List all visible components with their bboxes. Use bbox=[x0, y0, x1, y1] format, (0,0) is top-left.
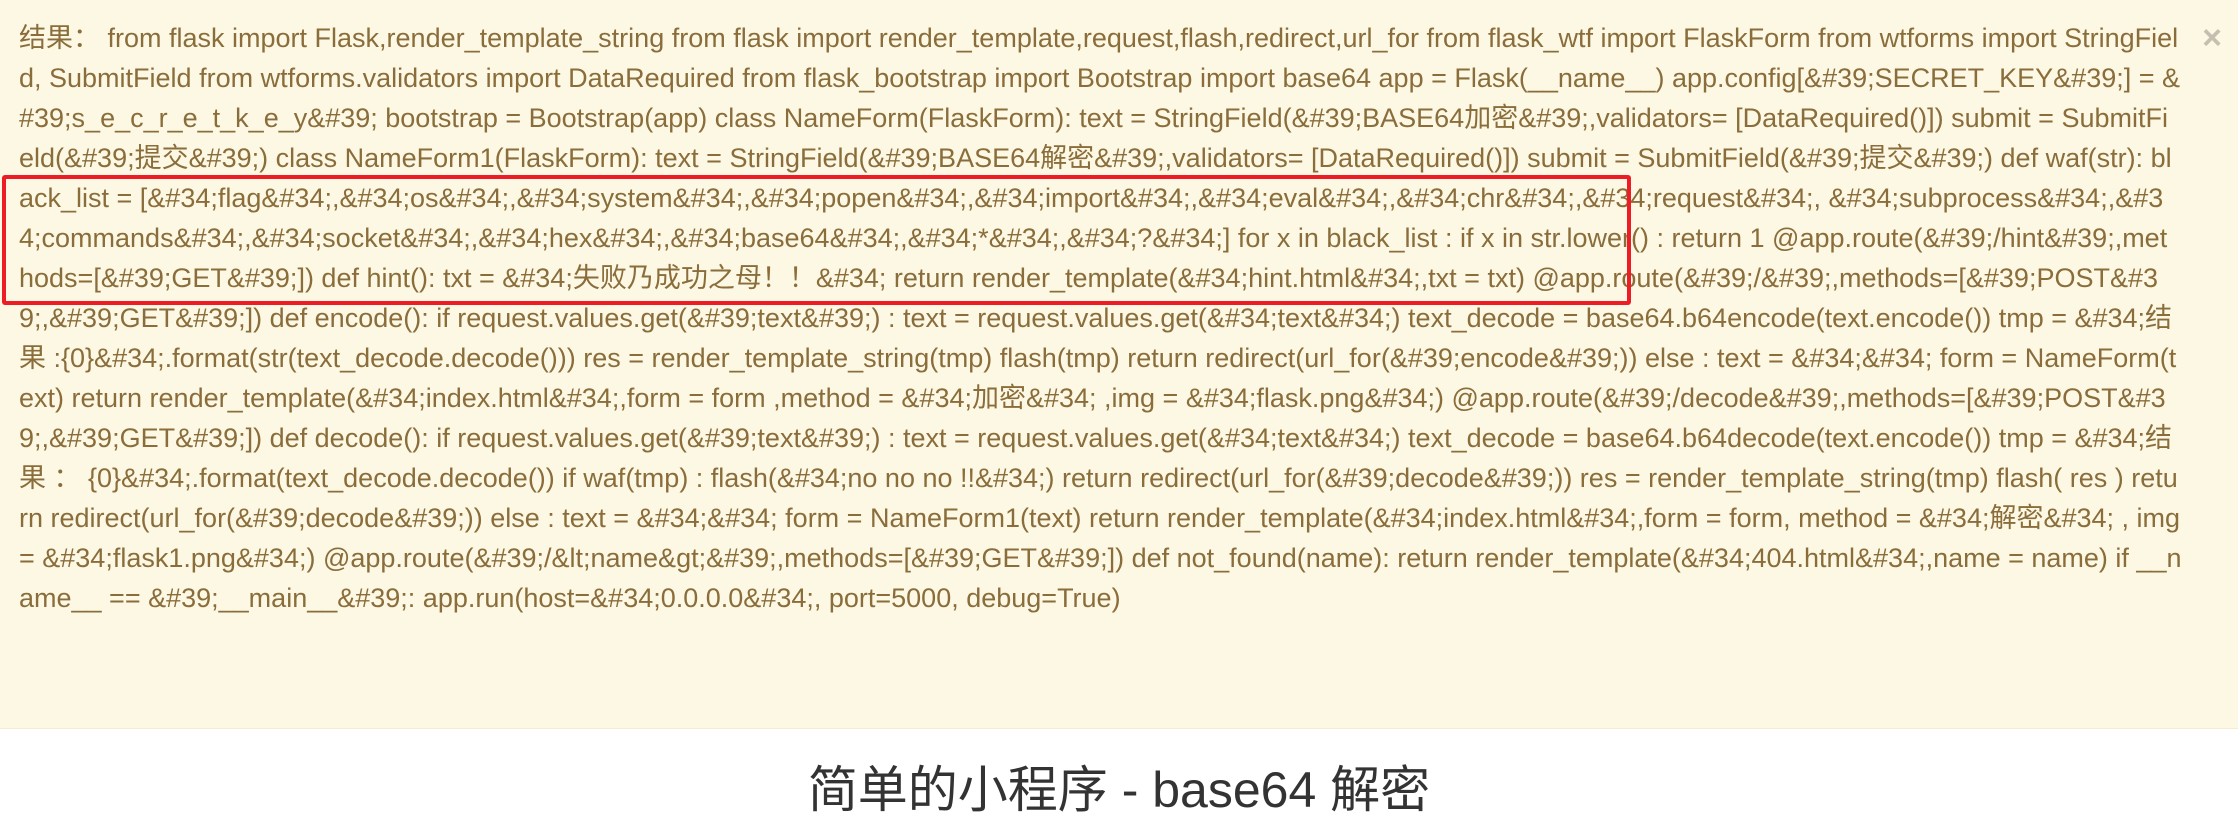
page-title: 简单的小程序 - base64 解密 bbox=[807, 762, 1431, 818]
alert-message: 结果： from flask import Flask,render_templ… bbox=[19, 23, 2182, 613]
close-icon[interactable]: × bbox=[2202, 19, 2222, 57]
flash-alert: 结果： from flask import Flask,render_templ… bbox=[0, 0, 2238, 729]
